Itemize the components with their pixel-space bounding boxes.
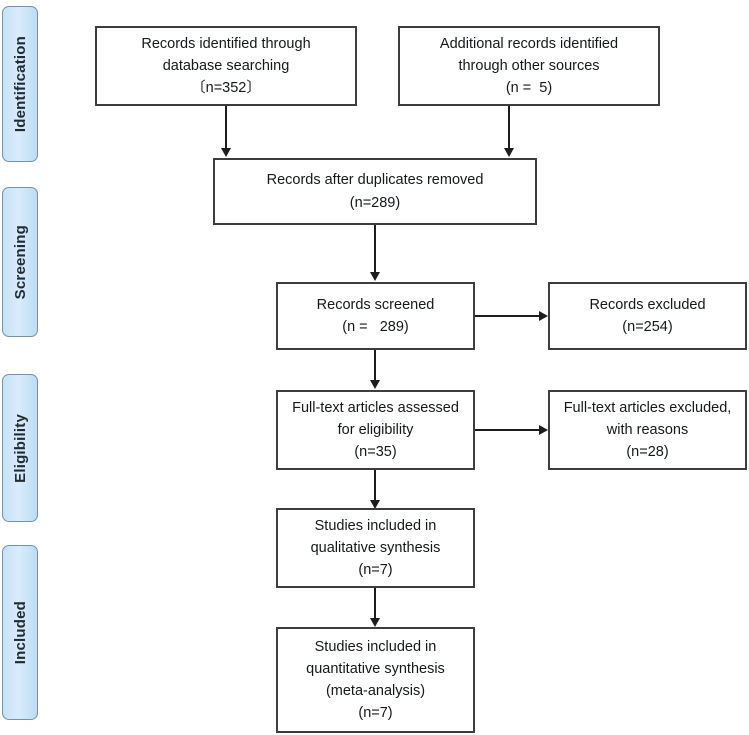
box-duplicates-removed-line-1: Records after duplicates removed (266, 172, 484, 189)
connector-screened-to-fulltext (374, 350, 376, 382)
box-fulltext-assessed: Full-text articles assessed for eligibil… (276, 390, 475, 470)
arrowhead-additional-to-duplicates (504, 148, 514, 157)
box-additional-records-count: (n = 5) (505, 80, 553, 97)
connector-duplicates-to-screened (374, 225, 376, 274)
stage-label-screening: Screening (11, 224, 29, 300)
stage-label-eligibility: Eligibility (11, 413, 29, 483)
connector-additional-to-duplicates (508, 106, 510, 150)
box-quantitative-synthesis-line-3: (meta-analysis) (325, 683, 426, 699)
box-quantitative-synthesis-line-1: Studies included in (314, 638, 437, 655)
box-qualitative-synthesis-line-2: qualitative synthesis (310, 539, 441, 556)
box-qualitative-synthesis-count: (n=7) (358, 562, 393, 579)
box-records-excluded: Records excluded (n=254) (548, 282, 747, 350)
box-duplicates-removed-count: (n=289) (349, 194, 401, 211)
box-records-identified-line-1: Records identified through (141, 35, 311, 52)
box-qualitative-synthesis: Studies included in qualitative synthesi… (276, 508, 475, 588)
box-additional-records-line-1: Additional records identified (439, 35, 619, 52)
box-records-identified-line-2: database searching (162, 57, 290, 74)
box-fulltext-assessed-count: (n=35) (354, 444, 397, 461)
box-fulltext-assessed-line-2: for eligibility (337, 421, 414, 438)
stage-label-identification: Identification (11, 35, 29, 133)
box-duplicates-removed: Records after duplicates removed (n=289) (213, 158, 537, 225)
box-records-identified-count: 〔n=352〕 (191, 80, 261, 97)
arrowhead-identified-to-duplicates (221, 148, 231, 157)
box-fulltext-excluded: Full-text articles excluded, with reason… (548, 390, 747, 470)
box-quantitative-synthesis-count: (n=7) (358, 705, 393, 722)
arrowhead-screened-to-excluded (539, 311, 548, 321)
connector-fulltext-to-qualitative (374, 470, 376, 502)
stage-pill-screening: Screening (2, 187, 38, 337)
arrowhead-screened-to-fulltext (370, 380, 380, 389)
stage-label-included: Included (11, 600, 29, 665)
box-additional-records-line-2: through other sources (458, 57, 600, 74)
stage-pill-included: Included (2, 545, 38, 720)
box-qualitative-synthesis-line-1: Studies included in (314, 517, 437, 534)
stage-pill-identification: Identification (2, 6, 38, 162)
box-quantitative-synthesis: Studies included in quantitative synthes… (276, 627, 475, 733)
box-fulltext-assessed-line-1: Full-text articles assessed (292, 399, 459, 416)
connector-qualitative-to-quantitative (374, 588, 376, 620)
connector-identified-to-duplicates (225, 106, 227, 150)
arrowhead-fulltext-to-excluded (539, 425, 548, 435)
box-quantitative-synthesis-line-2: quantitative synthesis (306, 660, 445, 677)
box-records-identified: Records identified through database sear… (95, 26, 357, 106)
box-fulltext-excluded-line-1: Full-text articles excluded, (563, 399, 732, 416)
box-records-screened-count: (n = 289) (342, 319, 409, 335)
arrowhead-duplicates-to-screened (370, 272, 380, 281)
box-records-screened: Records screened (n = 289) (276, 282, 475, 350)
box-additional-records: Additional records identified through ot… (398, 26, 660, 106)
connector-screened-to-excluded (475, 315, 541, 317)
box-records-screened-line-1: Records screened (316, 296, 435, 313)
arrowhead-qualitative-to-quantitative (370, 618, 380, 627)
box-fulltext-excluded-line-2: with reasons (606, 421, 689, 438)
arrowhead-fulltext-to-qualitative (370, 500, 380, 509)
stage-pill-eligibility: Eligibility (2, 374, 38, 522)
connector-fulltext-to-excluded (475, 429, 541, 431)
box-fulltext-excluded-count: (n=28) (626, 444, 669, 461)
box-records-excluded-count: (n=254) (622, 319, 673, 335)
box-records-excluded-line-1: Records excluded (589, 296, 706, 313)
